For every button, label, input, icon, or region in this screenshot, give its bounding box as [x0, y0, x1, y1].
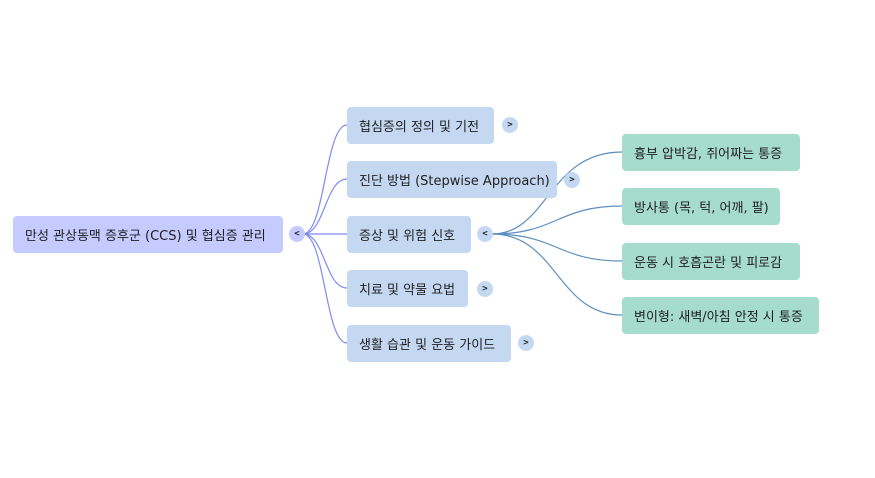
link-root-to-branch-4 — [302, 233, 348, 344]
link-branch-2-to-leaf-2 — [491, 233, 623, 262]
branch-collapse-toggle-symptoms[interactable]: < — [477, 226, 493, 242]
branch-expand-toggle-diagnosis[interactable]: > — [564, 172, 580, 188]
root-node-label: 만성 관상동맥 증후군 (CCS) 및 협심증 관리 — [25, 229, 266, 244]
branch-expand-toggle-definition[interactable]: > — [502, 117, 518, 133]
branch-label: 증상 및 위험 신호 — [359, 229, 456, 244]
leaf-label: 변이형: 새벽/아침 안정 시 통증 — [634, 310, 803, 325]
link-root-to-branch-0 — [302, 124, 348, 235]
branch-label: 협심증의 정의 및 기전 — [359, 120, 480, 135]
branch-label: 진단 방법 (Stepwise Approach) — [359, 174, 550, 189]
branch-label: 생활 습관 및 운동 가이드 — [359, 338, 496, 353]
leaf-label: 방사통 (목, 턱, 어깨, 팔) — [634, 201, 769, 216]
branch-node-symptoms[interactable]: 증상 및 위험 신호 — [347, 216, 471, 253]
branch-node-definition[interactable]: 협심증의 정의 및 기전 — [347, 107, 494, 144]
link-branch-2-to-leaf-3 — [491, 233, 623, 316]
branch-node-diagnosis[interactable]: 진단 방법 (Stepwise Approach) — [347, 161, 557, 198]
branch-expand-toggle-treatment[interactable]: > — [477, 281, 493, 297]
link-root-to-branch-3 — [302, 233, 348, 289]
root-collapse-toggle[interactable]: < — [289, 226, 305, 242]
leaf-label: 흉부 압박감, 쥐어짜는 통증 — [634, 147, 783, 162]
link-root-to-branch-1 — [302, 178, 348, 235]
root-node[interactable]: 만성 관상동맥 증후군 (CCS) 및 협심증 관리 — [13, 216, 283, 253]
branch-expand-toggle-lifestyle[interactable]: > — [518, 335, 534, 351]
branch-node-treatment[interactable]: 치료 및 약물 요법 — [347, 270, 468, 307]
leaf-node-variant-angina[interactable]: 변이형: 새벽/아침 안정 시 통증 — [622, 297, 819, 334]
branch-label: 치료 및 약물 요법 — [359, 283, 456, 298]
link-branch-2-to-leaf-1 — [491, 205, 623, 235]
leaf-node-exertional-dyspnea[interactable]: 운동 시 호흡곤란 및 피로감 — [622, 243, 800, 280]
leaf-node-radiating-pain[interactable]: 방사통 (목, 턱, 어깨, 팔) — [622, 188, 780, 225]
leaf-node-chest-pressure[interactable]: 흉부 압박감, 쥐어짜는 통증 — [622, 134, 800, 171]
leaf-label: 운동 시 호흡곤란 및 피로감 — [634, 256, 783, 271]
branch-node-lifestyle[interactable]: 생활 습관 및 운동 가이드 — [347, 325, 511, 362]
